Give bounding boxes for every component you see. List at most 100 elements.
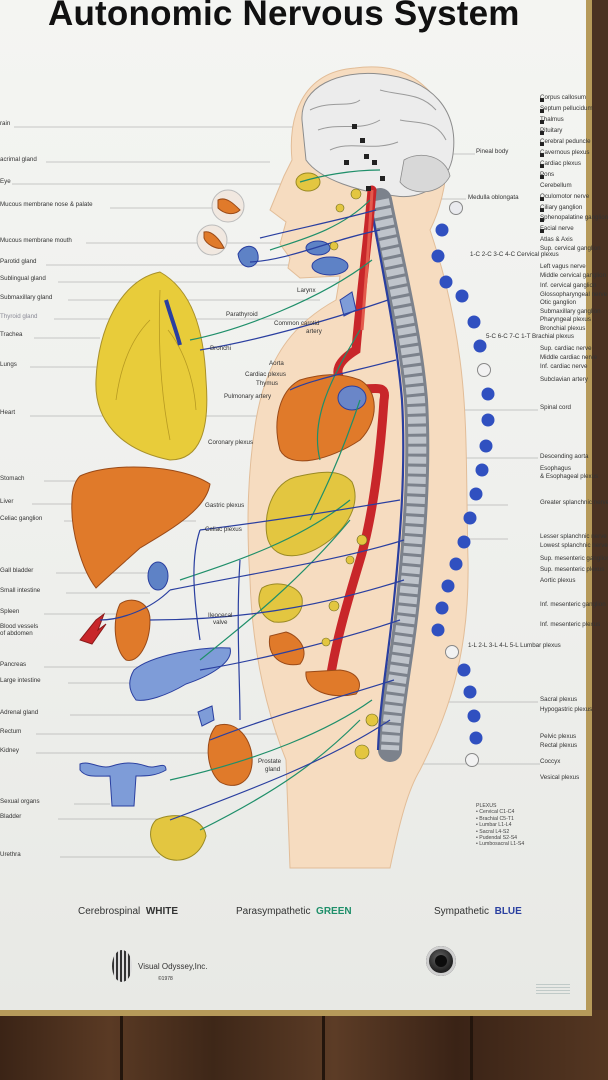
abdominal-vessel (79, 612, 107, 645)
anatomy-label: Oculomotor nerve (540, 193, 590, 200)
anatomy-label: Coccyx (540, 758, 561, 765)
large-intestine (268, 631, 360, 697)
anatomy-label: acrimal gland (0, 156, 37, 163)
anatomy-label: Sup. mesenteric plexus (540, 566, 605, 573)
plexus-key-item: • Lumbar L1-L4 (476, 822, 512, 829)
anatomy-label: Ciliary ganglion (540, 204, 583, 211)
anatomy-label: Rectal plexus (540, 742, 578, 749)
anatomy-label: Esophagus (540, 465, 571, 472)
anatomy-label: Cerebellum (540, 182, 572, 189)
anatomy-label: Otic ganglion (540, 299, 577, 306)
anatomy-label: Sup. mesenteric ganglion (540, 555, 608, 562)
anatomy-label: Blood vessels (0, 623, 39, 630)
anatomy-label: Atlas & Axis (540, 236, 573, 243)
anatomy-label: Middle cardiac nerve (540, 354, 598, 361)
anatomy-label: Pons (540, 171, 555, 178)
anatomy-label: 1-L 2-L 3-L 4-L 5-L Lumbar plexus (468, 642, 561, 649)
sympathetic-nerves (99, 209, 405, 821)
anatomy-label: Hypogastric plexus (540, 706, 593, 713)
plexus-key-items: • Cervical C1-C4• Brachial C5-T1• Lumbar… (476, 809, 524, 847)
anatomy-label: Celiac plexus (205, 526, 242, 533)
plexus-key-item: • Sacral L4-S2 (476, 828, 510, 835)
anatomy-label: 1-C 2-C 3-C 4-C Cervical plexus (470, 251, 559, 258)
urinary-bladder (150, 815, 207, 861)
anatomy-label: Pancreas (0, 661, 27, 668)
plexus-key-item: • Brachial C5-T1 (476, 815, 514, 822)
anatomy-label: Small intestine (0, 587, 41, 594)
anatomy-label: Inf. cervical ganglion (540, 282, 597, 289)
anatomy-label: Rectum (0, 728, 22, 735)
thyroid-gland (339, 291, 357, 317)
anatomy-label: Pelvic plexus (540, 733, 577, 740)
indicator-pegs (431, 201, 495, 767)
copyright: ©1978 (158, 976, 173, 982)
anatomy-label: Cavernous plexus (540, 149, 590, 156)
plexus-key-item: • Cervical C1-C4 (476, 809, 515, 816)
anatomy-label: Submaxillary gland (0, 294, 53, 301)
anatomy-label: Celiac ganglion (0, 515, 43, 522)
wood-seam (470, 1010, 473, 1080)
anatomy-label: Greater splanchnic nerve (540, 499, 608, 506)
anatomy-label: 5-C 6-C 7-C 1-T Brachial plexus (486, 333, 574, 340)
chart-title: Autonomic Nervous System (48, 0, 520, 33)
anatomy-label: Larynx (297, 287, 316, 294)
kidney (207, 723, 253, 786)
brain (301, 72, 455, 198)
anatomy-label: Pituitary (540, 127, 563, 134)
anatomy-label: Thalmus (540, 116, 564, 123)
legend-cerebrospinal: Cerebrospinal WHITE (78, 906, 178, 917)
anatomy-illustration (12, 66, 544, 869)
legend-parasympathetic-label: Parasympathetic (236, 906, 311, 917)
small-intestine (258, 583, 303, 623)
anatomy-label: Kidney (0, 747, 19, 754)
legend-cerebrospinal-color: WHITE (145, 906, 179, 917)
anatomy-label: Adrenal gland (0, 709, 39, 716)
legend-parasympathetic: Parasympathetic GREEN (236, 906, 352, 917)
legend-parasympathetic-color: GREEN (316, 906, 352, 917)
anatomy-label: Sacral plexus (540, 696, 578, 703)
anatomy-label: Urethra (0, 851, 21, 858)
anatomy-label: Left vagus nerve (540, 263, 586, 270)
anatomy-label: Large intestine (0, 677, 41, 684)
anatomy-label: Corpus callosum (540, 94, 587, 101)
anatomy-label: Subclavian artery (540, 376, 588, 383)
anatomy-label: Spleen (0, 608, 20, 615)
wood-wall-background (0, 1010, 608, 1080)
anatomy-label: Sublingual gland (0, 275, 46, 282)
anatomy-label: rain (0, 120, 11, 127)
fine-print-block (536, 984, 570, 994)
anatomy-label: & Esophageal plexus (540, 473, 599, 480)
anatomy-label: Trachea (0, 331, 23, 338)
anatomy-label: gland (265, 766, 281, 773)
body-silhouette (247, 66, 469, 869)
parotid-gland (237, 245, 259, 268)
plexus-key-heading: PLEXUS (476, 803, 497, 809)
lung (95, 271, 208, 461)
anatomy-label: Ileocecal (208, 612, 233, 619)
anatomy-label: Bronchi (210, 345, 231, 352)
anatomy-label: Coronary plexus (208, 439, 254, 446)
anatomy-label: valve (213, 619, 228, 626)
anatomy-label: Pulmonary artery (224, 393, 272, 400)
anatomy-label: Bronchial plexus (540, 325, 586, 332)
brain-number-markers (344, 124, 385, 191)
right-label-bullets (540, 98, 544, 233)
legend-sympathetic: Sympathetic BLUE (434, 906, 522, 917)
liver (71, 466, 211, 589)
anatomy-label: Prostate (258, 758, 282, 765)
anatomy-label: Gall bladder (0, 567, 34, 574)
salivary-gland (311, 256, 349, 276)
anatomy-label: Inf. mesenteric ganglion (540, 601, 606, 608)
legend-sympathetic-label: Sympathetic (434, 906, 490, 917)
ganglia (321, 188, 379, 760)
plexus-key-item: • Pudendal S2-S4 (476, 835, 518, 842)
light-switch-knob[interactable] (426, 946, 456, 976)
anatomy-label: Pineal body (476, 148, 509, 155)
sexual-organs (79, 762, 167, 807)
spleen (114, 599, 151, 661)
anatomy-label: Submaxillary ganglion (540, 308, 601, 315)
anatomy-label: Medulla oblongata (468, 194, 519, 201)
anatomy-label: Liver (0, 498, 14, 505)
anatomy-label: Thyroid gland (0, 313, 38, 320)
anatomy-label: Middle cervical ganglion (540, 272, 607, 279)
